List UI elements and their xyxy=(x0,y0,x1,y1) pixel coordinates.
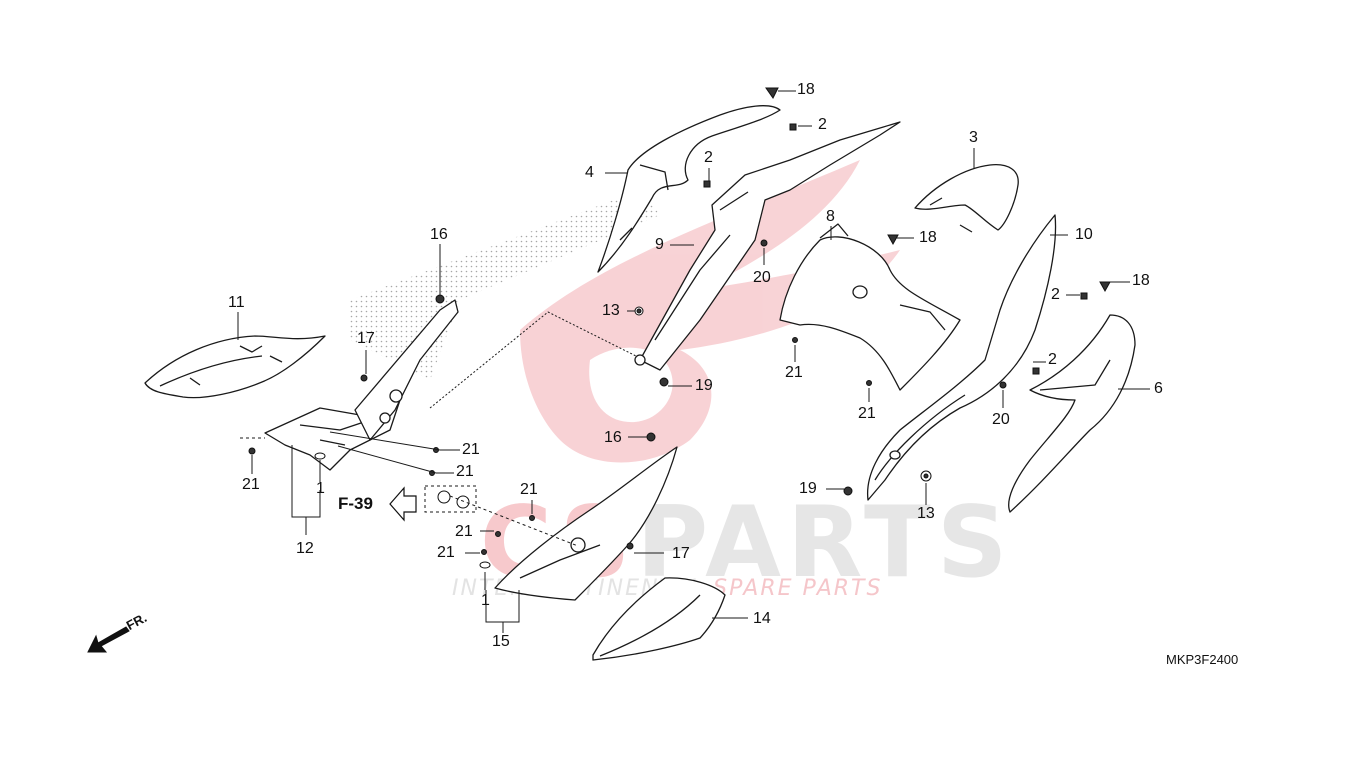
callout-18: 18 xyxy=(1132,272,1150,289)
callout-1: 1 xyxy=(481,592,490,609)
callout-4: 4 xyxy=(585,164,594,181)
callout-16: 16 xyxy=(604,429,622,446)
callout-8: 8 xyxy=(826,208,835,225)
callout-21: 21 xyxy=(242,476,260,493)
part-11-cover xyxy=(144,335,326,399)
callout-13: 13 xyxy=(602,302,620,319)
callout-14: 14 xyxy=(753,610,771,627)
left-rail-stay xyxy=(354,299,459,441)
reference-label: F-39 xyxy=(338,494,373,513)
part-10-stripe xyxy=(866,214,1057,501)
reference-arrow-icon xyxy=(389,486,417,522)
part-9-frame xyxy=(639,121,901,371)
part-8-inner-panel xyxy=(779,236,961,391)
callout-17: 17 xyxy=(672,545,690,562)
callout-2: 2 xyxy=(704,149,713,166)
callout-11: 11 xyxy=(228,294,245,311)
callout-12: 12 xyxy=(296,540,314,557)
callout-16: 16 xyxy=(430,226,448,243)
callout-21: 21 xyxy=(520,481,538,498)
callout-13: 13 xyxy=(917,505,935,522)
part-6-side-cover xyxy=(1008,314,1136,513)
callout-19: 19 xyxy=(695,377,713,394)
part-4-upper-cover xyxy=(597,105,781,273)
callout-21: 21 xyxy=(455,523,473,540)
callout-21: 21 xyxy=(785,364,803,381)
callout-2: 2 xyxy=(1051,286,1060,303)
callout-21: 21 xyxy=(437,544,455,561)
callout-21: 21 xyxy=(858,405,876,422)
callout-2: 2 xyxy=(1048,351,1057,368)
callout-19: 19 xyxy=(799,480,817,497)
callout-2: 2 xyxy=(818,116,827,133)
callout-21: 21 xyxy=(462,441,480,458)
callout-17: 17 xyxy=(357,330,375,347)
part-3-tail-cowl xyxy=(914,164,1019,231)
callout-6: 6 xyxy=(1154,380,1163,397)
callout-15: 15 xyxy=(492,633,510,650)
callout-21: 21 xyxy=(456,463,474,480)
part-15-lower-cover xyxy=(494,446,678,601)
part-14-panel xyxy=(592,577,726,661)
callout-1: 1 xyxy=(316,480,325,497)
callout-20: 20 xyxy=(753,269,771,286)
callout-20: 20 xyxy=(992,411,1010,428)
front-arrow-icon xyxy=(87,626,130,653)
callout-9: 9 xyxy=(655,236,664,253)
callout-10: 10 xyxy=(1075,226,1093,243)
drawing-code: MKP3F2400 xyxy=(1166,652,1239,667)
callout-3: 3 xyxy=(969,129,978,146)
callout-18: 18 xyxy=(919,229,937,246)
callout-18: 18 xyxy=(797,81,815,98)
dotted-seat-area xyxy=(350,190,660,380)
